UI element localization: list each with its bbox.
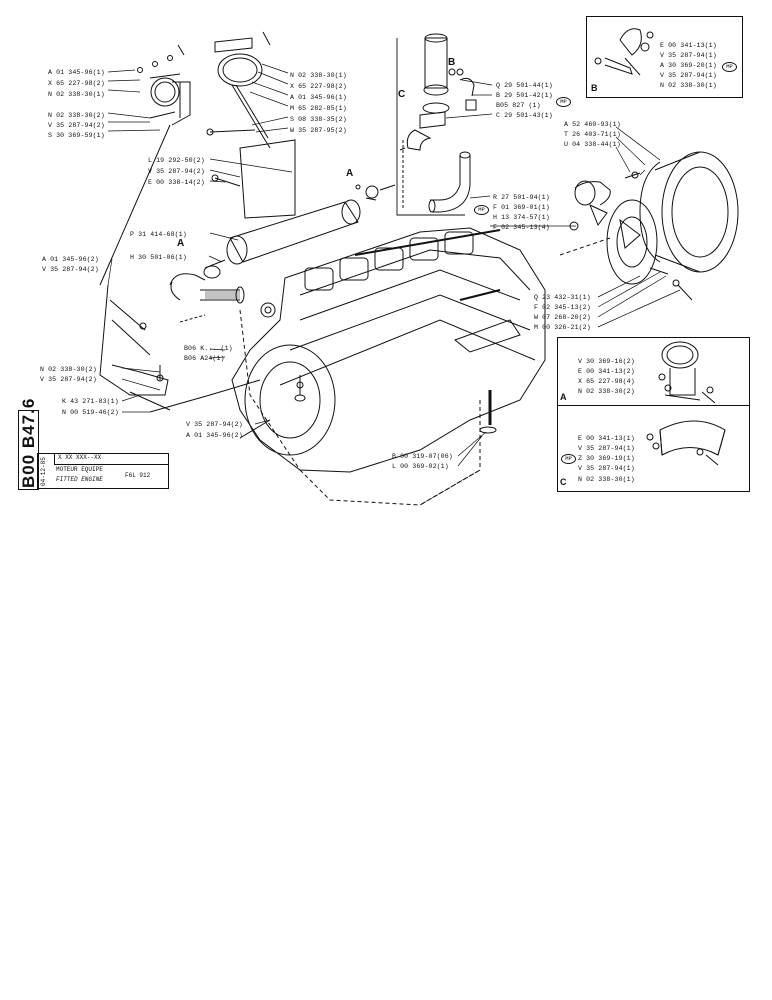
part-label: V 35 287-94(2) <box>186 421 243 428</box>
part-label: V 35 287-94(2) <box>40 376 97 383</box>
sheet-date: 04-12-85 <box>40 457 47 486</box>
part-label: F 02 345-13(2) <box>534 304 591 311</box>
top-left-clamp <box>99 44 191 286</box>
detail-c-letter: C <box>560 477 567 487</box>
part-label: Q 23 432-31(1) <box>534 294 591 301</box>
part-label: V 35 287-94(1) <box>578 445 635 452</box>
part-label: N 00 519-46(2) <box>62 409 119 416</box>
part-label: B 00 319-07(06) <box>392 453 453 460</box>
part-label: N 02 338-30(1) <box>290 72 347 79</box>
detail-a-drawing <box>658 341 716 404</box>
part-label: W 07 268-20(2) <box>534 314 591 321</box>
part-label: X 65 227-98(4) <box>578 378 635 385</box>
mp-marker-pipe: MP <box>556 97 571 107</box>
callout-a-top: A <box>346 168 354 179</box>
detail-box-c <box>557 405 750 492</box>
cooling-blower <box>569 151 739 301</box>
part-label: H 30 501-06(1) <box>130 254 187 261</box>
part-label: P 31 414-68(1) <box>130 231 187 238</box>
callout-b-top: B <box>448 57 456 68</box>
part-label: V 35 287-94(1) <box>578 465 635 472</box>
part-label: L 19 292-50(2) <box>148 157 205 164</box>
part-label: H 13 374-57(1) <box>493 214 550 221</box>
part-label: A 01 345-96(2) <box>186 432 243 439</box>
bottom-mid-bolts <box>239 375 306 439</box>
part-label: N 02 338-30(2) <box>578 388 635 395</box>
callout-c-top: C <box>398 89 406 100</box>
part-label: K 43 271-83(1) <box>62 398 119 405</box>
mp-marker-mid: MP <box>474 205 489 215</box>
part-label: X 65 227-98(2) <box>290 83 347 90</box>
part-label: V 35 287-94(1) <box>660 52 717 59</box>
part-label: A 52 460-93(1) <box>564 121 621 128</box>
part-label: E 00 338-14(2) <box>148 179 205 186</box>
part-label: N 02 338-30(2) <box>40 366 97 373</box>
part-label: N 02 338-30(2) <box>48 112 105 119</box>
detail-box-b <box>586 16 743 98</box>
part-label: M 00 326-21(2) <box>534 324 591 331</box>
part-label: A 01 345-96(2) <box>42 256 99 263</box>
title-block-ref-row <box>54 453 169 465</box>
part-label: N 02 338-30(1) <box>48 91 105 98</box>
sheet-code: B00 B47.6 <box>19 397 38 488</box>
top-center-hanger <box>206 31 296 219</box>
part-label: V 35 287-94(2) <box>148 168 205 175</box>
callout-a-left: A <box>177 238 185 249</box>
part-label: A 01 345-96(1) <box>48 69 105 76</box>
part-label: F 02 345-13(4) <box>493 224 550 231</box>
part-label: E 00 341-13(2) <box>578 368 635 375</box>
part-label: X 65 227-98(2) <box>48 80 105 87</box>
part-label: B06 A24(1) <box>184 355 225 362</box>
mp-marker-b: MP <box>722 62 737 72</box>
air-pipe-assembly <box>396 33 477 216</box>
code-box <box>18 410 39 490</box>
detail-b-letter: B <box>591 83 598 93</box>
detail-a-letter: A <box>560 392 567 402</box>
model: F6L 912 <box>125 472 151 479</box>
part-label: A 30 369-20(1) <box>660 62 717 69</box>
part-label: V 35 287-94(2) <box>42 266 99 273</box>
part-label: B05 827 (1) <box>496 102 541 109</box>
left-support-bracket <box>99 284 261 413</box>
ref-pattern: X XX XXX--XX <box>58 454 102 461</box>
detail-c-drawing <box>646 420 726 466</box>
part-label: V 30 369-16(2) <box>578 358 635 365</box>
part-label: W 35 287-95(2) <box>290 127 347 134</box>
part-label: B06 K... (1) <box>184 345 233 352</box>
part-label: E 00 341-13(1) <box>660 42 717 49</box>
title-fr: MOTEUR EQUIPE <box>56 466 103 473</box>
part-label: M 65 282-85(1) <box>290 105 347 112</box>
part-label: U 04 338-44(1) <box>564 141 621 148</box>
part-label: Q 29 501-44(1) <box>496 82 553 89</box>
part-label: S 30 369-59(1) <box>48 132 105 139</box>
part-label: F 01 369-01(1) <box>493 204 550 211</box>
clamp-a-small <box>355 184 396 201</box>
leader-lines <box>107 63 681 467</box>
part-label: S 08 338-35(2) <box>290 116 347 123</box>
part-label: V 35 287-94(1) <box>660 72 717 79</box>
part-label: N 02 338-30(1) <box>578 476 635 483</box>
engine-block <box>231 227 611 506</box>
part-label: R 27 501-94(1) <box>493 194 550 201</box>
part-label: B 29 501-42(1) <box>496 92 553 99</box>
mp-marker-a: MP <box>561 454 576 464</box>
title-en: FITTED ENGINE <box>56 476 103 483</box>
muffler <box>169 199 361 323</box>
part-label: T 26 403-71(1) <box>564 131 621 138</box>
part-label: E 00 341-13(1) <box>578 435 635 442</box>
part-label: A 01 345-96(1) <box>290 94 347 101</box>
part-label: C 29 501-43(1) <box>496 112 553 119</box>
part-label: N 02 338-30(1) <box>660 82 717 89</box>
detail-b-drawing <box>594 28 654 76</box>
part-label: L 00 369-02(1) <box>392 463 449 470</box>
part-label: Z 30 369-19(1) <box>578 455 635 462</box>
part-label: V 35 287-94(2) <box>48 122 105 129</box>
